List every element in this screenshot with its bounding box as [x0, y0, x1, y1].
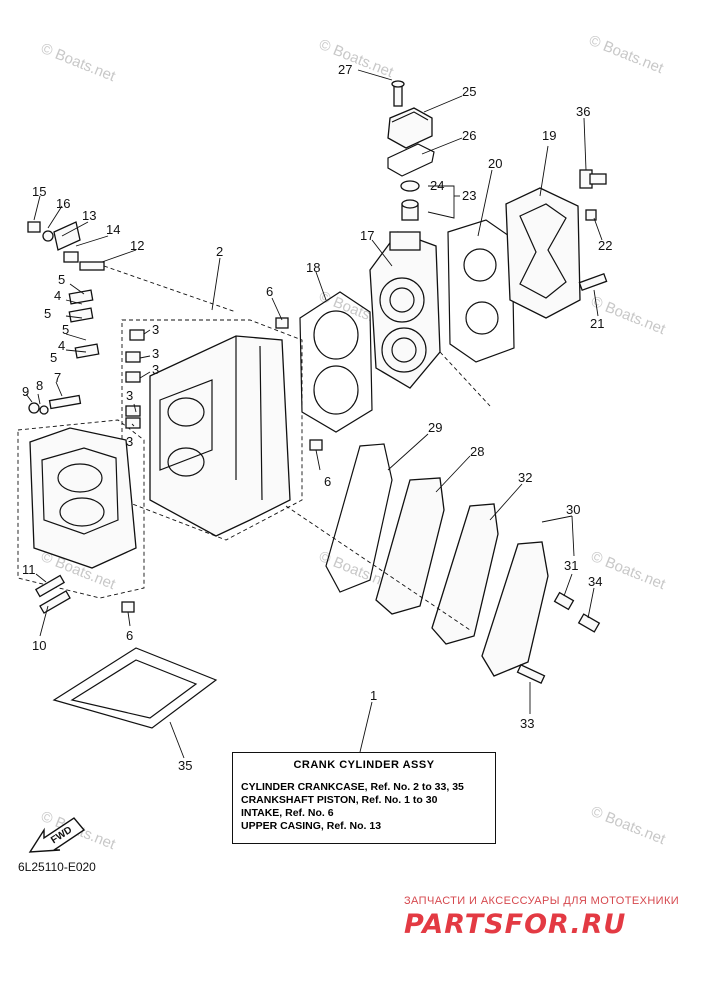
bolt [34, 574, 66, 598]
callout-21: 21 [590, 316, 604, 331]
bolt [578, 272, 608, 292]
callout-15: 15 [32, 184, 46, 199]
callout-13: 13 [82, 208, 96, 223]
callout-20: 20 [488, 156, 502, 171]
dowel-pin [553, 591, 575, 611]
crankcase-outline-dashed [17, 419, 145, 599]
outer-exhaust-cover [431, 503, 499, 645]
cylinder-head [369, 231, 441, 389]
crankcase-gasket [52, 647, 218, 729]
diagram-code: 6L25110-E020 [18, 860, 96, 874]
callout-27: 27 [338, 62, 352, 77]
callout-5: 5 [50, 350, 57, 365]
callout-18: 18 [306, 260, 320, 275]
callout-35: 35 [178, 758, 192, 773]
legend-line: CRANKSHAFT PISTON, Ref. No. 1 to 30 [241, 794, 438, 806]
callout-19: 19 [542, 128, 556, 143]
head-cover-gasket [447, 219, 515, 363]
callout-labels: 27 25 36 26 19 20 24 23 15 16 13 14 12 1… [22, 62, 612, 773]
legend-title: CRANK CYLINDER ASSY [293, 759, 435, 771]
watermark: © Boats.net [587, 32, 667, 78]
crankcase [29, 427, 137, 569]
exhaust-cover-plate [481, 541, 549, 677]
legend-line: INTAKE, Ref. No. 6 [241, 807, 334, 819]
upper-casing-fasteners [27, 221, 105, 271]
callout-11: 11 [22, 562, 36, 577]
watermark: © Boats.net [39, 40, 119, 86]
watermark: © Boats.net [317, 36, 397, 82]
callout-23: 23 [462, 188, 476, 203]
thermostat-cover [387, 80, 433, 149]
assembly-legend-box: CRANK CYLINDER ASSY CYLINDER CRANKCASE, … [232, 752, 496, 844]
callout-30: 30 [566, 502, 580, 517]
callout-24: 24 [430, 178, 444, 193]
callout-4: 4 [54, 288, 61, 303]
brand-logo: ЗАПЧАСТИ И АКСЕССУАРЫ ДЛЯ МОТОТЕХНИКИ PA… [404, 895, 694, 940]
callout-25: 25 [462, 84, 476, 99]
callout-17: 17 [360, 228, 374, 243]
fwd-arrow-icon: FWD [28, 817, 86, 853]
thermostat [400, 180, 420, 221]
cylinder-block [149, 335, 291, 537]
callout-22: 22 [598, 238, 612, 253]
callout-6: 6 [324, 474, 331, 489]
callout-14: 14 [106, 222, 120, 237]
legend-line: CYLINDER CRANKCASE, Ref. No. 2 to 33, 35 [241, 781, 464, 793]
watermark: © Boats.net [589, 803, 669, 849]
inner-exhaust-cover [375, 477, 445, 615]
callout-2: 2 [216, 244, 223, 259]
bolt [516, 664, 546, 684]
thermostat-gasket [387, 143, 435, 177]
callout-34: 34 [588, 574, 602, 589]
callout-9: 9 [22, 384, 29, 399]
callout-33: 33 [520, 716, 534, 731]
brand-name: PARTSFOR.RU [404, 909, 627, 940]
callout-5: 5 [44, 306, 51, 321]
callout-31: 31 [564, 558, 578, 573]
thermo-sensor [579, 169, 607, 189]
callout-12: 12 [130, 238, 144, 253]
callout-5: 5 [58, 272, 65, 287]
callout-28: 28 [470, 444, 484, 459]
leader-lines [25, 69, 603, 759]
callout-36: 36 [576, 104, 590, 119]
callout-3: 3 [152, 362, 159, 377]
callout-6: 6 [126, 628, 133, 643]
callout-10: 10 [32, 638, 46, 653]
callout-32: 32 [518, 470, 532, 485]
callout-8: 8 [36, 378, 43, 393]
callout-3: 3 [152, 322, 159, 337]
callout-6: 6 [266, 284, 273, 299]
anode [577, 613, 601, 633]
callout-3: 3 [126, 434, 133, 449]
callout-4: 4 [58, 338, 65, 353]
callout-26: 26 [462, 128, 476, 143]
callout-3: 3 [126, 388, 133, 403]
callout-5: 5 [62, 322, 69, 337]
brand-subtitle: ЗАПЧАСТИ И АКСЕССУАРЫ ДЛЯ МОТОТЕХНИКИ [404, 895, 680, 907]
callout-3: 3 [152, 346, 159, 361]
callout-7: 7 [54, 370, 61, 385]
plug [585, 209, 597, 221]
callout-1: 1 [370, 688, 377, 703]
callout-16: 16 [56, 196, 70, 211]
callout-29: 29 [428, 420, 442, 435]
legend-line: UPPER CASING, Ref. No. 13 [241, 820, 382, 832]
head-cover [505, 187, 581, 319]
exhaust-gasket [325, 443, 393, 593]
